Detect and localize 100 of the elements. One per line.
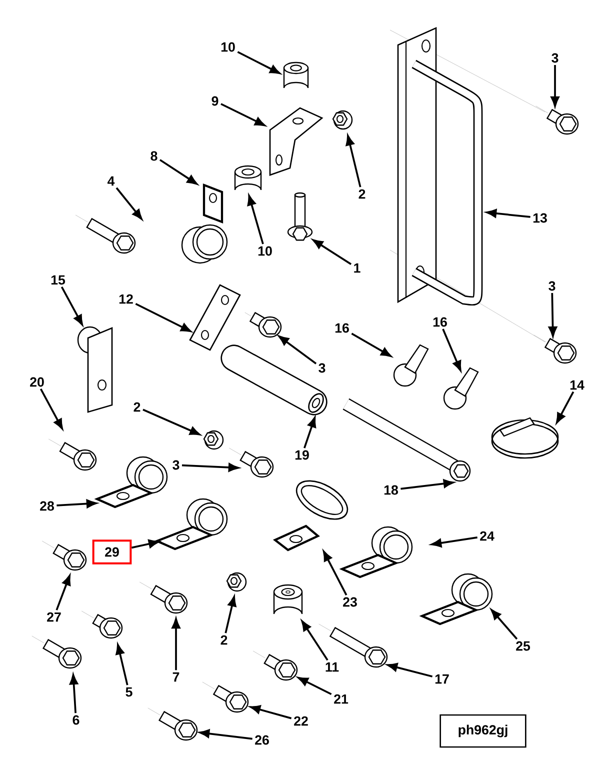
callout-number: 16 [335,323,349,333]
leader-arrow [312,239,352,265]
callout-number: 22 [294,716,308,726]
leader-arrow [400,479,454,490]
bolt-drawing [546,108,579,135]
elbow-drawing [393,344,429,387]
leader-arrow [40,388,63,430]
bolt-drawing [42,638,82,669]
callout-number: 23 [343,597,357,607]
callout-number: 11 [326,662,339,672]
callout-number: 25 [516,641,530,651]
callout-number: 20 [30,377,44,387]
bolt-drawing [86,218,136,254]
leader-arrow [56,499,97,508]
leader-arrow [199,729,252,740]
callout-number: 16 [433,317,447,327]
leader-arrow [550,65,560,107]
bolt-drawing [92,614,123,639]
bolt-drawing [59,442,97,471]
callout-number: 2 [134,402,140,412]
bolt-drawing [150,584,188,614]
callout-number: 3 [318,363,326,373]
leader-arrow [247,195,264,244]
leader-arrow [486,209,530,218]
elbow-drawing [443,367,479,410]
leader-arrow [172,618,180,670]
leader-arrow [182,463,239,472]
bolt-drawing [287,192,313,241]
bolt-drawing [264,654,298,681]
plate-drawing [189,284,241,351]
callout-number: 3 [548,281,556,291]
leader-arrow [304,416,316,448]
leader-arrow [56,574,71,610]
callout-number: 2 [358,189,366,199]
callout-number: 1 [354,263,360,273]
leader-arrow [116,644,128,686]
callout-number: 29 [92,540,132,564]
bolt-drawing [240,450,274,478]
leader-arrow [131,540,159,549]
leader-arrow [351,332,392,357]
leader-arrow [224,596,236,634]
callout-number: 10 [258,246,272,256]
bolt-drawing [544,338,577,364]
callout-number: 13 [533,213,547,223]
leader-arrow [548,292,558,337]
plate-drawing [77,326,113,413]
leader-arrow [60,286,83,326]
nut-drawing [332,110,353,130]
bolt-drawing [249,312,282,338]
callout-number: 2 [220,635,228,645]
spacer-drawing [273,584,303,615]
callout-number: 15 [51,275,66,285]
callout-number: 21 [334,694,348,704]
leader-arrow [69,674,78,714]
leader-arrow [387,662,433,678]
callout-number: 28 [40,501,54,511]
callout-number: 19 [295,450,309,460]
bolt-drawing [158,710,198,741]
tube-drawing [220,344,328,416]
callout-number: 18 [384,485,398,495]
leader-arrow [346,135,362,188]
bolt-drawing [342,398,471,482]
leader-arrow [142,408,200,436]
callout-number: 6 [72,715,80,725]
nut-drawing [226,572,247,592]
leader-arrow [301,620,328,661]
leader-arrow [116,187,142,220]
callout-number: 3 [552,53,558,63]
leader-arrow [159,159,198,185]
leader-arrow [250,705,292,720]
callout-number: 10 [221,42,235,52]
bolt-drawing [212,684,249,713]
leader-arrow [220,103,266,126]
callout-number: 3 [172,460,180,470]
leader-arrow [135,303,192,332]
callout-number: 7 [172,672,180,682]
spacer-drawing [283,62,309,89]
callout-number: 24 [480,531,494,541]
leader-arrow [442,328,462,372]
leader-arrow [237,51,280,74]
callout-number: 8 [150,151,158,161]
spacer-drawing [234,165,262,191]
leader-arrow [322,550,348,596]
bracket-drawing [269,107,324,176]
callout-number: 5 [126,687,132,697]
callout-number: 27 [47,612,61,622]
leader-arrow [490,609,518,640]
callout-number: 12 [119,294,133,304]
bolt-drawing [52,544,87,571]
leader-arrow [556,391,574,424]
figure-code-box: ph962gj [440,714,526,748]
cable-tie-drawing [491,417,559,459]
callout-number: 14 [570,380,584,390]
leader-arrow [298,676,332,695]
leader-arrow [278,336,317,364]
callout-number: 4 [108,176,115,186]
nut-drawing [203,430,224,450]
callout-number: 26 [255,735,269,745]
callout-number: 9 [212,96,218,106]
handle-drawing [397,26,483,306]
